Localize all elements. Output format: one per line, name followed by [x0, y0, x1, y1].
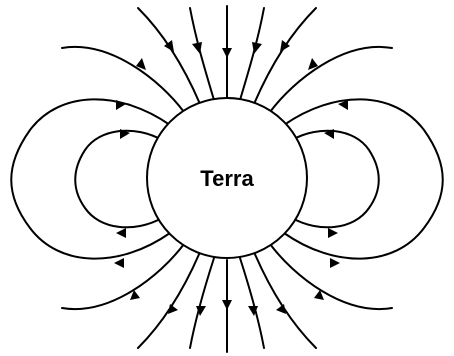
arrowhead	[222, 48, 232, 58]
arrowhead	[114, 258, 124, 268]
field-line-bottom-left-1	[190, 258, 214, 348]
arrowhead	[116, 228, 126, 238]
field-line-bottom-right-2	[254, 252, 316, 348]
earth-label: Terra	[200, 166, 254, 191]
arrowhead	[330, 258, 340, 268]
field-line-top-right-1	[240, 8, 264, 100]
arrowhead	[328, 228, 338, 238]
field-line-top-left-1	[190, 8, 214, 100]
field-line-bottom-left-2	[138, 252, 200, 348]
arrowhead	[222, 300, 232, 310]
field-line-top-left-2	[138, 8, 200, 104]
field-line-top-right-2	[254, 8, 316, 104]
field-line-bottom-right-1	[240, 258, 264, 348]
field-line-bottom-right-3	[270, 244, 392, 309]
field-line-bottom-left-3	[62, 244, 184, 309]
